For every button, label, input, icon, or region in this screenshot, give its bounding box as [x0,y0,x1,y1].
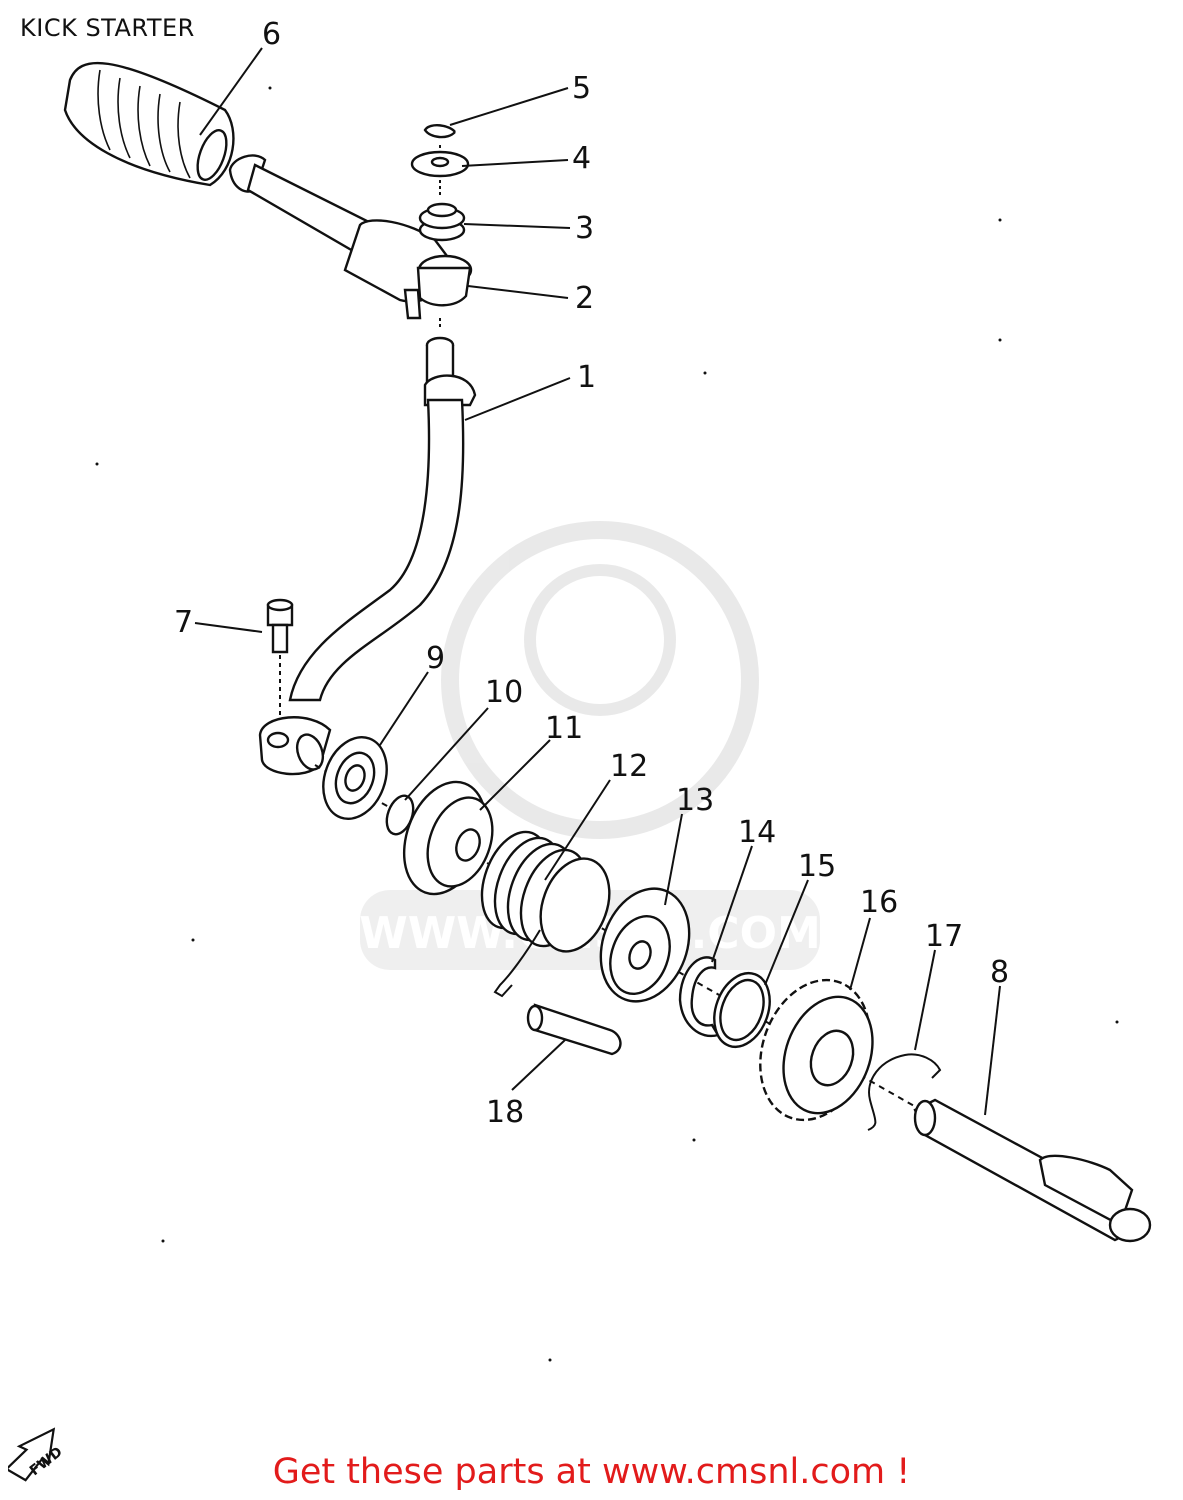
part-3-spring [418,202,466,242]
callout-16: 16 [860,885,898,920]
footer-link-text[interactable]: Get these parts at www.cmsnl.com ! [272,1452,911,1492]
callout-5: 5 [572,71,591,106]
callout-14: 14 [738,815,776,850]
callout-17: 17 [925,919,963,954]
callout-4: 4 [572,141,591,176]
leader-lines [194,47,1001,1116]
part-11-ratchet [402,780,494,896]
callout-10: 10 [485,675,523,710]
part-8-kick-axle [913,1098,1152,1243]
part-15-washer [713,972,771,1048]
callout-12: 12 [610,749,648,784]
callout-2: 2 [575,281,594,316]
callout-3: 3 [575,211,594,246]
callout-6: 6 [262,17,281,52]
callout-13: 13 [676,783,714,818]
part-5-circlip [423,124,456,139]
callout-labels: 1 2 3 4 5 6 7 8 9 10 11 12 13 14 15 16 1… [174,17,1009,1130]
callout-9: 9 [426,641,445,676]
part-16-kick-gear [759,978,874,1122]
callout-1: 1 [577,360,596,395]
part-6-kick-grip [63,61,235,187]
part-7-bolt [266,598,294,715]
part-13-spring-guide [599,887,691,1003]
part-9-oil-seal [322,736,388,820]
scan-specks [95,86,1119,1362]
callout-18: 18 [486,1095,524,1130]
callout-8: 8 [990,955,1009,990]
callout-15: 15 [798,849,836,884]
callout-11: 11 [545,711,583,746]
callout-7: 7 [174,605,193,640]
fwd-arrow-icon: FWD [8,1427,66,1482]
part-12-kick-spring [480,830,611,998]
part-17-kick-clip [867,1053,942,1131]
part-4-washer [410,150,470,178]
page-title: KICK STARTER [20,14,195,42]
part-18-pin [526,1003,622,1056]
part-2-kick-lever [228,154,473,320]
part-1-kick-crank [258,336,477,776]
